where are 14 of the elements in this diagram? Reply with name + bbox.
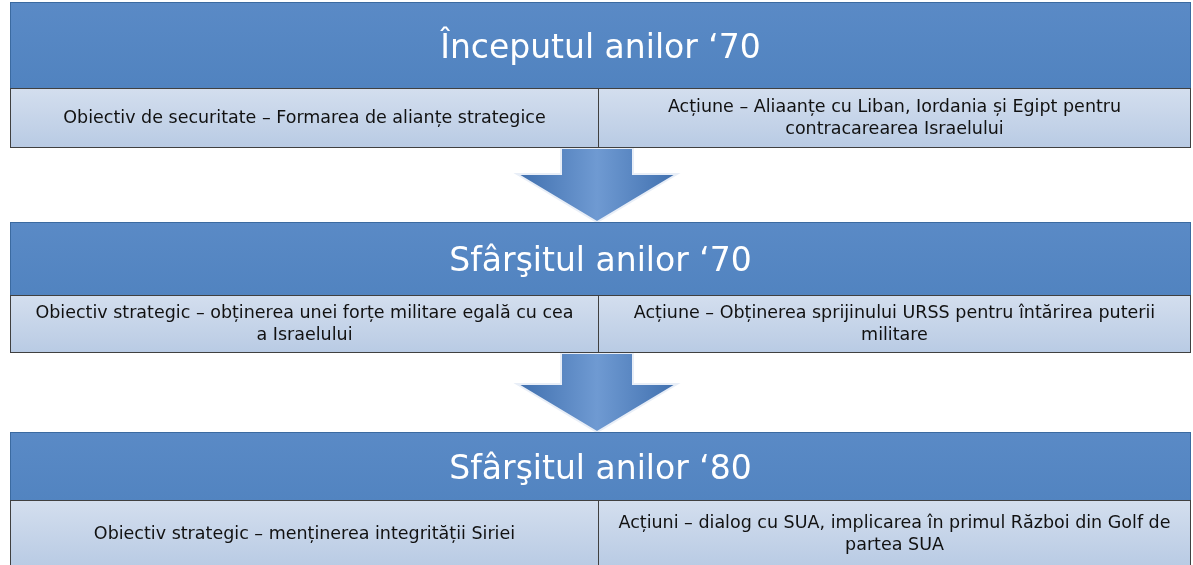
tier-panel — [10, 432, 1191, 565]
text-box: Obiectiv de securitate – Formarea de alianțe strategice — [10, 88, 599, 148]
tier-panel — [10, 222, 1191, 353]
text-box: Acțiuni – dialog cu SUA, implicarea în primul Război din Golf de partea SUA — [598, 500, 1191, 565]
block-arrow — [513, 147, 681, 224]
text-box: Acțiune – Aliaanțe cu Liban, Iordania și Egipt pentru contracarearea Israelului — [598, 88, 1191, 148]
block-arrow — [513, 352, 681, 434]
tier-panel — [10, 2, 1191, 148]
tier-heading: Sfârşitul anilor ‘80 — [449, 447, 752, 487]
text-box: Obiectiv strategic – obținerea unei forțe militare egală cu cea a Israelului — [10, 295, 599, 353]
tier-heading: Începutul anilor ‘70 — [440, 26, 761, 66]
text-box: Acțiune – Obținerea sprijinului URSS pentru întărirea puterii militare — [598, 295, 1191, 353]
text-box: Obiectiv strategic – menținerea integrității Siriei — [10, 500, 599, 565]
tier-heading: Sfârşitul anilor ‘70 — [449, 240, 752, 279]
